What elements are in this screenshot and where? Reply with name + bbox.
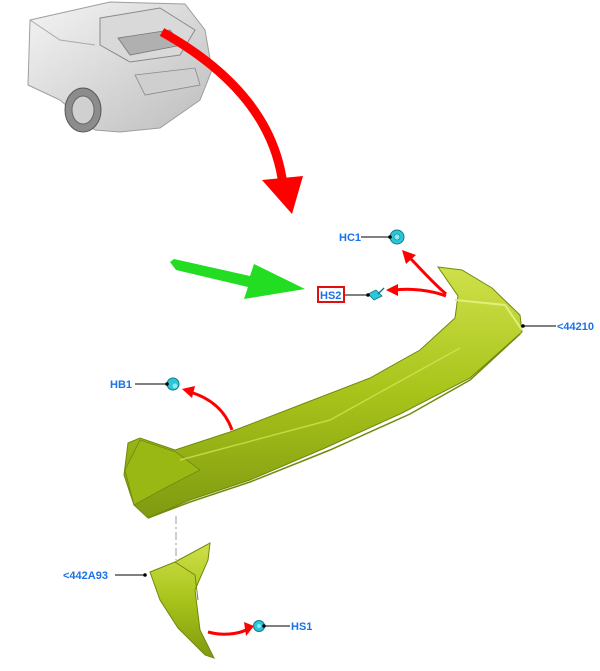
screw-icon-hs2[interactable] xyxy=(367,287,385,301)
green-arrow-to-hs2 xyxy=(170,259,305,299)
clip-icon-hc1[interactable] xyxy=(389,229,405,245)
red-arrow-to-hb1 xyxy=(182,386,234,431)
callout-44210[interactable]: <44210 xyxy=(557,321,594,333)
callout-hs2[interactable]: HS2 xyxy=(320,290,341,302)
clip-icon-hb1[interactable] xyxy=(166,377,180,391)
callout-442a93[interactable]: <442A93 xyxy=(63,570,108,582)
callout-hb1[interactable]: HB1 xyxy=(110,379,132,391)
red-arrow-to-hs1 xyxy=(207,622,254,636)
red-arrow-to-hc1 xyxy=(402,250,447,296)
callout-hc1[interactable]: HC1 xyxy=(339,232,361,244)
rear-spoiler xyxy=(123,266,523,519)
red-arrow-car-to-spoiler xyxy=(159,28,303,214)
car-thumbnail xyxy=(27,1,213,133)
hs2-highlight-box xyxy=(317,286,345,303)
red-arrow-to-hs2 xyxy=(386,284,447,298)
callout-hs1[interactable]: HS1 xyxy=(291,621,312,633)
spoiler-end-bracket xyxy=(149,542,215,659)
